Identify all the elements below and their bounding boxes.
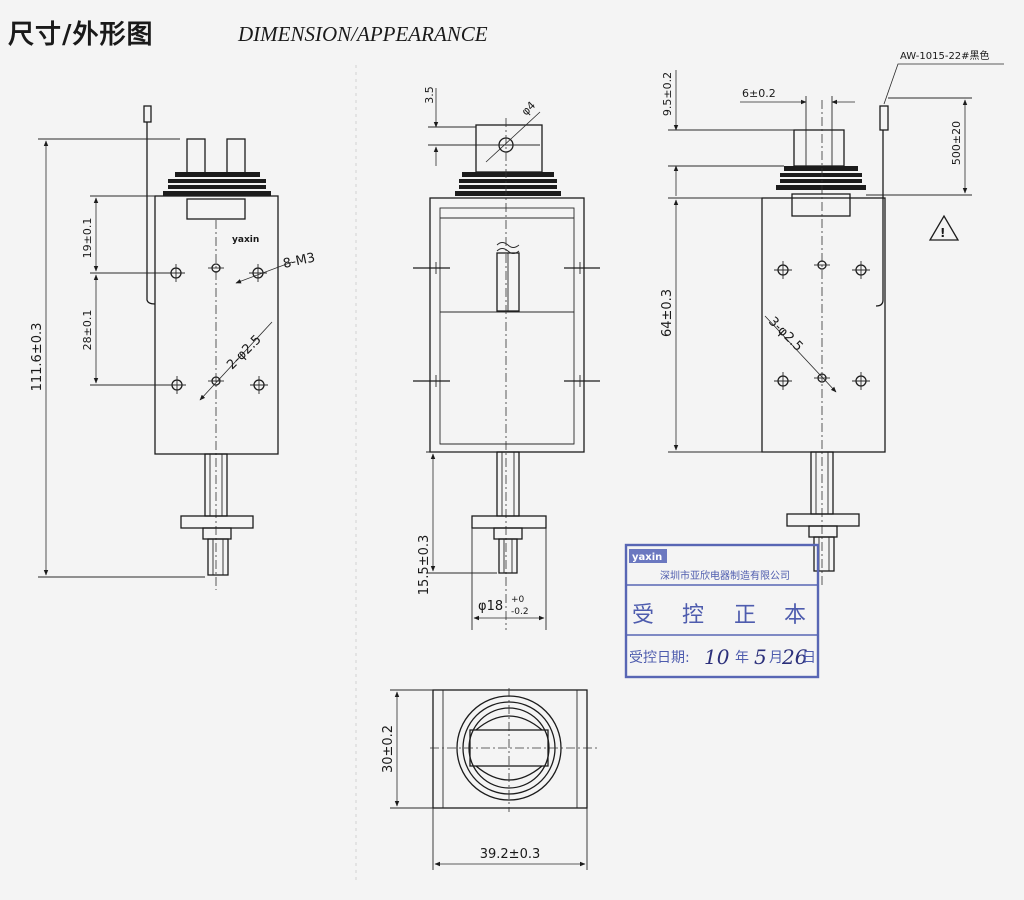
left-lead-wire <box>146 122 156 305</box>
right-nut-bottom <box>808 525 838 538</box>
right-nut-label: 6±0.2 <box>742 87 776 100</box>
left-height-label: 111.6±0.3 <box>30 323 45 392</box>
left-mount-hole <box>249 264 267 282</box>
right-wire-label: AW-1015-22#黑色 <box>900 49 990 62</box>
left-collar <box>186 198 246 220</box>
middle-hole-callout: φ4 <box>519 99 538 118</box>
control-stamp: yaxin 深圳市亚欣电器制造有限公司 受 控 正 本 受控日期: 10 年 5… <box>624 543 820 679</box>
left-mount-hole <box>250 376 268 394</box>
stamp-date-label: 受控日期: <box>629 650 690 666</box>
stamp-date-year-unit: 年 <box>735 650 749 666</box>
middle-nut <box>493 527 523 540</box>
right-collar <box>791 193 851 217</box>
left-mount-hole <box>208 263 224 273</box>
bottom-end-view: 30±0.2 39.2±0.3 <box>381 688 598 870</box>
stamp-company: 深圳市亚欣电器制造有限公司 <box>660 569 790 582</box>
stamp-status-4: 本 <box>784 603 806 628</box>
middle-shaft <box>496 451 520 517</box>
middle-frame-inner <box>439 207 575 445</box>
middle-diameter-tol-lower: -0.2 <box>511 607 529 617</box>
left-hole-spacing-label: 28±0.1 <box>81 310 94 351</box>
stamp-brand: yaxin <box>632 552 662 563</box>
right-nut <box>793 129 845 167</box>
right-hole-callout: 3-φ2.5 <box>765 314 805 354</box>
right-shaft-end <box>813 536 835 572</box>
stamp-date-day-unit: 日 <box>802 650 816 666</box>
middle-diameter-label: φ18 <box>478 599 503 614</box>
left-shaft-end <box>207 538 229 576</box>
warning-icon <box>928 214 960 241</box>
middle-terminal <box>475 124 543 173</box>
bottom-width-label: 39.2±0.3 <box>480 847 541 862</box>
right-side-view: 3-φ2.5 64±0.3 9.5±0.2 6±0.2 500±20 AW-10… <box>660 49 1004 585</box>
left-front-view: yaxin 111.6±0.3 19±0.1 28±0.1 8-M3 2-φ2.… <box>30 105 317 590</box>
right-coil <box>776 166 866 190</box>
right-wire-length-label: 500±20 <box>950 121 963 165</box>
right-lead-wire <box>875 130 884 307</box>
stamp-date-month: 5 <box>754 645 767 669</box>
stamp-status-2: 控 <box>682 603 704 628</box>
left-wire-tip <box>143 105 152 123</box>
middle-shaft-end <box>498 538 518 574</box>
left-m3-callout: 8-M3 <box>282 250 317 271</box>
left-body <box>154 195 279 455</box>
title-english: DIMENSION/APPEARANCE <box>238 22 488 46</box>
right-top-label: 9.5±0.2 <box>661 72 674 116</box>
right-washer <box>786 513 860 527</box>
left-nut <box>202 527 232 540</box>
middle-diameter-tol-upper: +0 <box>511 595 525 605</box>
warning-mark: ! <box>940 226 945 240</box>
middle-washer <box>471 515 547 529</box>
stamp-status-1: 受 <box>632 603 654 628</box>
stamp-date-day: 26 <box>781 645 808 669</box>
stamp-date-month-unit: 月 <box>769 650 783 666</box>
left-mount-hole <box>208 376 224 386</box>
left-top-hole-label: 19±0.1 <box>81 218 94 259</box>
left-washer <box>180 515 254 529</box>
middle-top-label: 3.5 <box>423 86 436 104</box>
left-terminal-2 <box>226 138 246 174</box>
stamp-logo <box>629 549 667 563</box>
middle-section-view: 3.5 φ4 15.5±0.3 φ18 +0 -0.2 <box>413 86 600 630</box>
left-terminal-1 <box>186 138 206 174</box>
right-body-label: 64±0.3 <box>660 289 675 337</box>
middle-frame-outer <box>429 197 585 453</box>
title-chinese: 尺寸/外形图 <box>8 20 154 50</box>
middle-coil <box>455 172 561 196</box>
left-hole-callout: 2-φ2.5 <box>224 332 264 372</box>
middle-bottom-label: 15.5±0.3 <box>417 535 432 596</box>
left-coil <box>163 172 271 196</box>
stamp-status-3: 正 <box>734 603 756 628</box>
left-brand-label: yaxin <box>232 235 259 245</box>
stamp-date-year: 10 <box>704 645 730 669</box>
stamp-border <box>624 543 820 679</box>
bottom-outline <box>432 689 588 809</box>
bottom-height-label: 30±0.2 <box>381 725 396 773</box>
right-wire-tip <box>879 105 889 131</box>
